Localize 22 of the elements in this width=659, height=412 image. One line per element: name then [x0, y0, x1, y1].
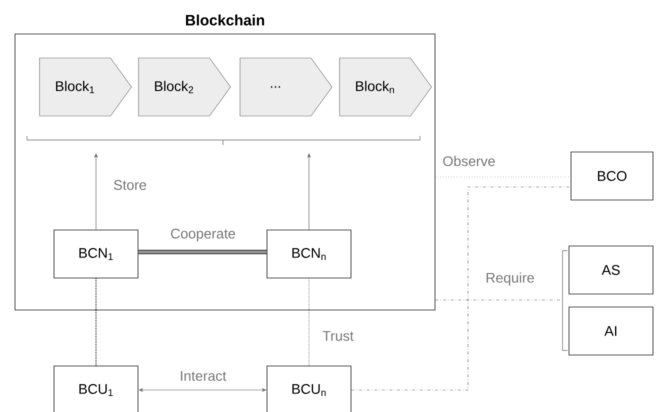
pentagon-box: Block$_{n}$ — [339, 58, 432, 116]
pentagon-box: Block$_{1}$ — [39, 58, 132, 116]
connector-line — [138, 250, 267, 254]
process-box: BCU$_{1}$ — [54, 366, 138, 412]
connector-line — [351, 186, 571, 390]
edge-label: Store — [112, 179, 148, 191]
edge-label: Trust — [321, 330, 355, 342]
connector-line — [308, 278, 310, 366]
process-box: BCO — [570, 152, 654, 200]
edge-label: Observe — [442, 154, 496, 168]
connector-line — [95, 278, 97, 366]
process-box: BCN$_{n}$ — [266, 230, 352, 278]
process-box: BCU$_{n}$ — [266, 366, 352, 412]
process-box: AI — [568, 306, 654, 356]
pentagon-box: ... — [240, 58, 332, 116]
edge-label: Require — [484, 271, 536, 287]
heading: Blockchain — [186, 14, 264, 26]
edge-label: Cooperate — [169, 228, 237, 242]
process-box: AS — [568, 246, 654, 294]
edge-label: Interact — [178, 370, 228, 382]
pentagon-box: Block$_{2}$ — [138, 58, 231, 116]
process-box: BCN$_{1}$ — [54, 230, 138, 278]
